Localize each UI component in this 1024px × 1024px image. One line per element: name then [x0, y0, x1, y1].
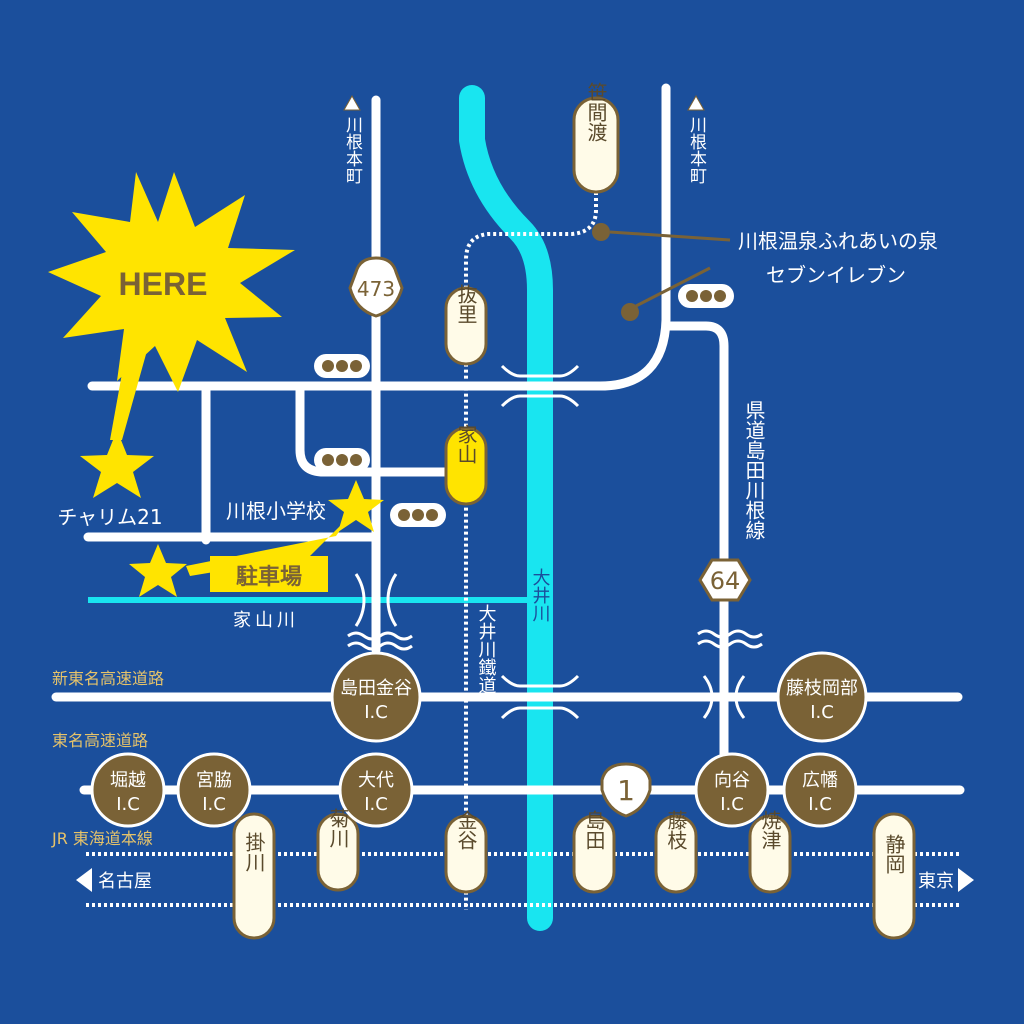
route-64-number: 64: [710, 567, 741, 595]
seven-leader: [635, 266, 711, 308]
north-arrow-left-icon: [343, 94, 361, 111]
ic-horinouchi-name: 堀越: [110, 770, 146, 791]
ieyama-river-label: 家山川: [233, 610, 299, 631]
ic-hirohata-ic: I.C: [808, 794, 832, 815]
route-473-number: 473: [357, 277, 395, 301]
station-sasamado: 笹間渡: [584, 82, 608, 142]
traffic-light-icon: [390, 503, 446, 527]
seven-marker-icon: [621, 303, 639, 321]
road-local-2: [295, 385, 461, 477]
onsen-leader: [609, 230, 731, 242]
ic-miyawaki-name: 宮脇: [196, 770, 232, 791]
route-64-shield: [698, 558, 752, 602]
parking-label-box: [210, 556, 328, 592]
north-arrow-right-icon: [687, 94, 705, 111]
station-pills: [232, 96, 916, 940]
ic-mukaiya-name: 向谷: [714, 770, 750, 791]
ic-daidai-ic: I.C: [364, 794, 388, 815]
charium-label: チャリム21: [57, 505, 162, 529]
station-kakegawa: 掛川: [242, 832, 266, 872]
shin-tomei-label: 新東名高速道路: [52, 669, 164, 688]
station-shimada: 島田: [582, 810, 606, 850]
station-fujieda: 藤枝: [664, 810, 688, 850]
nagoya-arrow-icon: [76, 868, 92, 892]
ic-horinouchi-ic: I.C: [116, 794, 140, 815]
station-ieyama: 家山: [454, 424, 478, 464]
ic-shimada-kanaya-ic: I.C: [364, 702, 388, 723]
jr-line-label: JR 東海道本線: [51, 829, 153, 848]
route-473-shield: [348, 256, 404, 318]
route-1-number: 1: [617, 774, 635, 807]
ic-shimada-kanaya-name: 島田金谷: [340, 678, 412, 699]
school-label: 川根小学校: [226, 499, 326, 523]
oigawa-railway-line: [464, 186, 598, 910]
onsen-marker-icon: [592, 223, 610, 241]
station-shizuoka: 静岡: [882, 834, 906, 874]
bridge-marks: [354, 364, 746, 720]
seven-label: セブンイレブン: [766, 263, 906, 287]
ic-circles: [90, 651, 868, 828]
oi-river-label: 大井川: [530, 568, 551, 622]
oi-river: [459, 85, 553, 931]
tokyo-label: 東京: [918, 871, 954, 892]
kawane-right-label: 川根本町: [686, 116, 707, 184]
ic-hirohata-name: 広幡: [802, 770, 838, 791]
ic-mukaiya-ic: I.C: [720, 794, 744, 815]
road-64: [661, 321, 729, 765]
station-kikugawa: 菊川: [326, 808, 350, 848]
route-1-shield: [600, 762, 652, 818]
nagoya-label: 名古屋: [98, 871, 152, 892]
ic-fujieda-okabe-name: 藤枝岡部: [786, 678, 858, 699]
school-star-icon: [328, 480, 384, 532]
traffic-light-icon: [314, 448, 370, 472]
here-pointer: [110, 340, 150, 440]
traffic-light-icon: [314, 354, 370, 378]
station-kanaya: 金谷: [454, 810, 478, 850]
parking-star-icon: [129, 544, 187, 597]
traffic-light-icon: [678, 284, 734, 308]
ic-fujieda-okabe-ic: I.C: [810, 702, 834, 723]
here-burst-icon: [48, 172, 295, 392]
tomei-label: 東名高速道路: [52, 731, 148, 750]
break-marks: [347, 629, 763, 651]
parking-label: 駐車場: [236, 564, 302, 590]
ic-miyawaki-ic: I.C: [202, 794, 226, 815]
here-label: HERE: [119, 266, 208, 302]
onsen-label: 川根温泉ふれあいの泉: [738, 229, 938, 253]
station-battari: 抜里: [454, 284, 478, 324]
charium-star-icon: [80, 430, 154, 498]
kawane-left-label: 川根本町: [342, 116, 363, 184]
ic-daidai-name: 大代: [358, 770, 394, 791]
prefectural-road-label: 県道島田川根線: [742, 400, 766, 540]
station-yaizu: 焼津: [758, 810, 782, 850]
tokyo-arrow-icon: [958, 868, 974, 892]
oigawa-railway-label: 大井川鐵道: [476, 604, 497, 694]
